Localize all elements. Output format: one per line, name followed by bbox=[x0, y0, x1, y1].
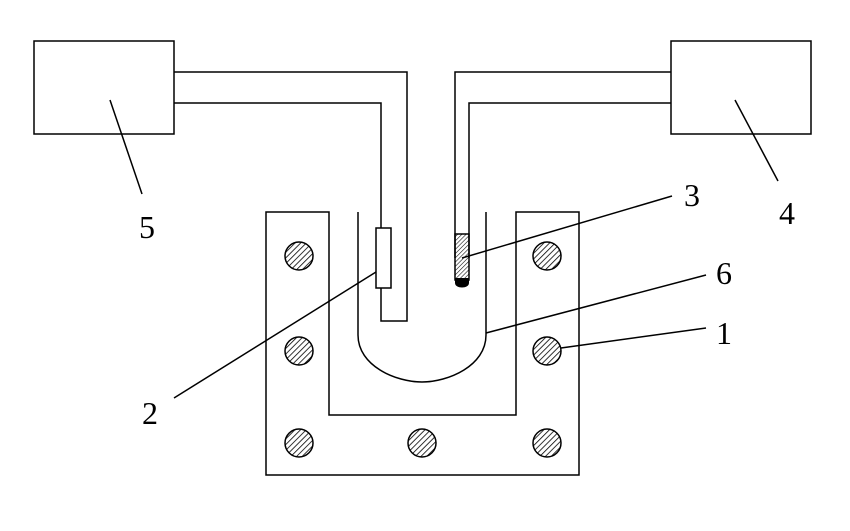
label-1: 1 bbox=[716, 315, 732, 351]
leader-line-6 bbox=[485, 274, 707, 334]
heating-element bbox=[532, 428, 562, 458]
label-3: 3 bbox=[684, 177, 700, 213]
right-instrument-box bbox=[670, 40, 812, 135]
heating-element bbox=[284, 241, 314, 271]
probe-tip bbox=[455, 278, 469, 288]
label-4: 4 bbox=[779, 195, 795, 231]
leader-line-3 bbox=[461, 195, 673, 259]
leader-line-4 bbox=[734, 99, 779, 182]
label-6: 6 bbox=[716, 255, 732, 291]
heating-element bbox=[284, 336, 314, 366]
label-2: 2 bbox=[142, 395, 158, 431]
leader-line-2 bbox=[173, 271, 377, 399]
heating-element bbox=[532, 336, 562, 366]
leader-line-5 bbox=[109, 99, 143, 195]
furnace-body bbox=[265, 211, 580, 476]
left-instrument-box bbox=[33, 40, 175, 135]
heating-element bbox=[284, 428, 314, 458]
crucible bbox=[357, 212, 487, 383]
heating-element bbox=[407, 428, 437, 458]
label-5: 5 bbox=[139, 209, 155, 245]
sensor-element bbox=[375, 227, 392, 289]
heating-element bbox=[532, 241, 562, 271]
left-lead-tube bbox=[174, 71, 408, 322]
leader-line-1 bbox=[560, 327, 707, 349]
right-lead-tube bbox=[454, 71, 671, 258]
